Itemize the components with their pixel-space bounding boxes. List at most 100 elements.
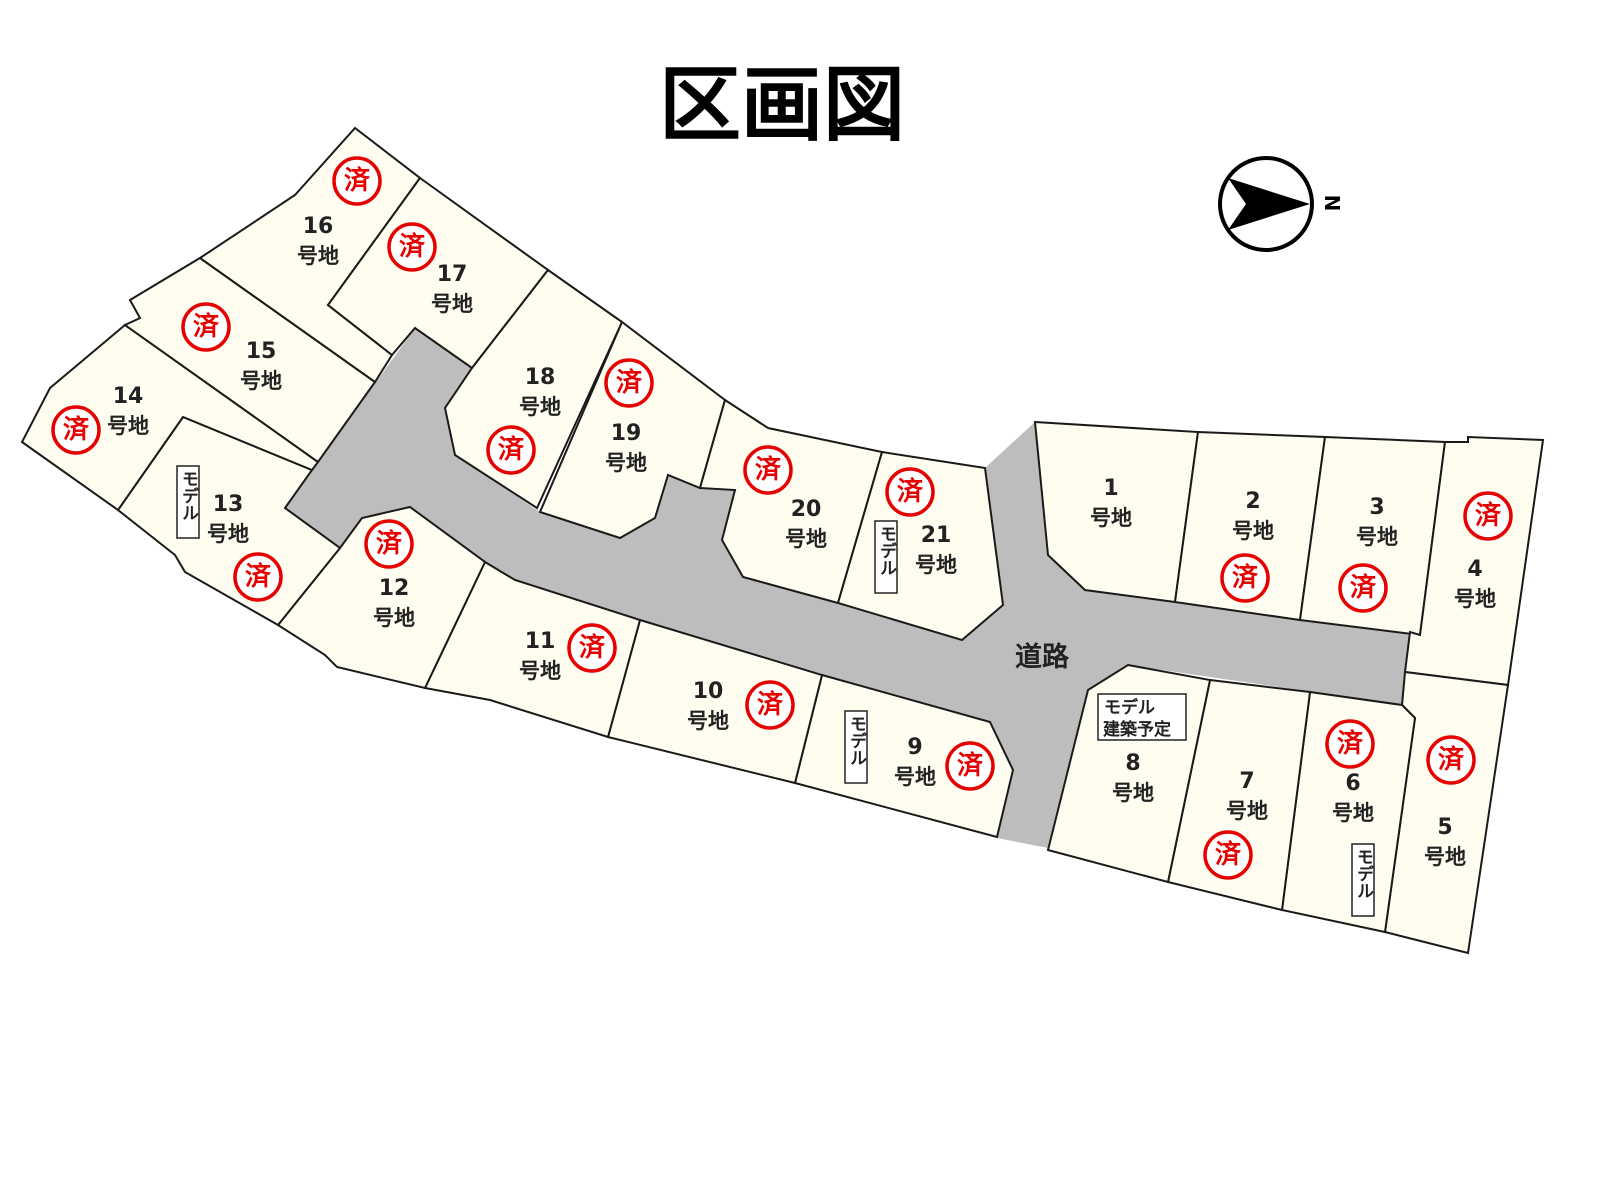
sold-stamp-icon: 済 (567, 623, 617, 673)
lot-suffix: 号地 (1454, 587, 1496, 611)
lot-number: 5 (1437, 815, 1452, 840)
sold-stamp-label: 済 (1232, 562, 1259, 593)
sold-stamp-label: 済 (63, 414, 90, 445)
sold-stamp-icon: 済 (181, 302, 231, 352)
sold-stamp-label: 済 (1215, 839, 1242, 870)
lot-suffix: 号地 (785, 527, 827, 551)
lot-suffix: 号地 (240, 369, 282, 393)
lot-label: 10 号地 (687, 679, 729, 733)
lot-label: 5 号地 (1424, 815, 1466, 869)
page-title: 区画図 (659, 58, 905, 153)
svg-text:モデル: モデル (1353, 848, 1374, 899)
sold-stamp-icon: 済 (486, 425, 536, 475)
sold-stamp-icon: 済 (364, 519, 414, 569)
lot-label: 1 号地 (1090, 476, 1132, 530)
sold-stamp-icon: 済 (51, 405, 101, 455)
lot-number: 15 (246, 339, 277, 364)
sold-stamp-icon: 済 (604, 358, 654, 408)
lot-suffix: 号地 (894, 765, 936, 789)
svg-text:モデル: モデル (1104, 697, 1155, 718)
lot-1[interactable] (1033, 420, 1200, 604)
sold-stamp-label: 済 (755, 454, 782, 485)
model-tag-lot-21: モデル (874, 520, 898, 594)
lot-number: 4 (1467, 557, 1482, 582)
sold-stamp-icon: 済 (332, 156, 382, 206)
lot-number: 16 (303, 214, 334, 239)
lot-number: 13 (213, 492, 244, 517)
lot-suffix: 号地 (297, 244, 339, 268)
sold-stamp-label: 済 (376, 528, 403, 559)
lot-number: 11 (525, 629, 556, 654)
lot-label: 4 号地 (1454, 557, 1496, 611)
lot-number: 8 (1125, 751, 1140, 776)
model-planned-tag-lot-8: モデル 建築予定 (1097, 693, 1187, 741)
road (285, 328, 1410, 848)
lot-suffix: 号地 (687, 709, 729, 733)
lot-number: 1 (1103, 476, 1118, 501)
road-label: 道路 (1015, 641, 1070, 673)
sold-stamp-icon: 済 (945, 741, 995, 791)
lot-number: 6 (1345, 771, 1360, 796)
svg-text:モデル: モデル (876, 525, 897, 576)
lot-label: 20 号地 (785, 497, 827, 551)
sold-stamp-label: 済 (399, 231, 426, 262)
sold-stamp-icon: 済 (745, 680, 795, 730)
lot-number: 14 (113, 384, 144, 409)
lot-label: 7号地 (1226, 769, 1268, 823)
svg-text:モデル: モデル (846, 715, 867, 766)
lot-suffix: 号地 (1424, 845, 1466, 869)
north-label: N (1320, 195, 1344, 212)
lot-suffix: 号地 (1232, 519, 1274, 543)
lot-label: 9 号地 (894, 735, 936, 789)
lot-12[interactable] (276, 505, 487, 690)
lot-label: 19 号地 (605, 421, 647, 475)
lot-suffix: 号地 (605, 451, 647, 475)
lot-number: 10 (693, 679, 724, 704)
lot-label: 11 号地 (519, 629, 561, 683)
lot-number: 3 (1369, 495, 1384, 520)
lot-label: 3号地 (1356, 495, 1398, 549)
lot-label: 15 号地 (240, 339, 282, 393)
lot-label: 14 号地 (107, 384, 149, 438)
lot-suffix: 号地 (1332, 801, 1374, 825)
sold-stamp-label: 済 (957, 750, 984, 781)
lot-number: 7 (1239, 769, 1254, 794)
model-tag-lot-13: モデル (176, 465, 200, 539)
lot-number: 17 (437, 262, 468, 287)
lot-number: 20 (791, 497, 822, 522)
sold-stamp-label: 済 (579, 632, 606, 663)
lot-suffix: 号地 (915, 553, 957, 577)
sold-stamp-icon: 済 (387, 222, 437, 272)
sold-stamp-label: 済 (193, 311, 220, 342)
lot-number: 12 (379, 576, 410, 601)
lot-number: 9 (907, 735, 922, 760)
lot-suffix: 号地 (431, 292, 473, 316)
lot-13[interactable] (116, 415, 342, 627)
sold-stamp-icon: 済 (885, 467, 935, 517)
lot-label: 16 号地 (297, 214, 339, 268)
lot-suffix: 号地 (1090, 506, 1132, 530)
lot-label: 21 号地 (915, 523, 957, 577)
sold-stamp-label: 済 (897, 476, 924, 507)
lot-number: 2 (1245, 489, 1260, 514)
model-tag-lot-6: モデル (1351, 843, 1375, 917)
lot-label: 17 号地 (431, 262, 473, 316)
lot-suffix: 号地 (107, 414, 149, 438)
lot-suffix: 号地 (519, 659, 561, 683)
lot-number: 21 (921, 523, 952, 548)
lot-suffix: 号地 (373, 606, 415, 630)
north-arrow-icon: N (1218, 156, 1344, 252)
lot-label: 12 号地 (373, 576, 415, 630)
lot-number: 19 (611, 421, 642, 446)
sold-stamp-label: 済 (757, 689, 784, 720)
sold-stamp-label: 済 (344, 165, 371, 196)
sold-stamp-icon: 済 (1338, 563, 1388, 613)
sold-stamp-icon: 済 (1463, 491, 1513, 541)
lot-20[interactable] (698, 398, 884, 605)
sold-stamp-label: 済 (1438, 744, 1465, 775)
svg-text:建築予定: 建築予定 (1103, 719, 1171, 740)
lot-label: 8号地 (1112, 751, 1154, 805)
